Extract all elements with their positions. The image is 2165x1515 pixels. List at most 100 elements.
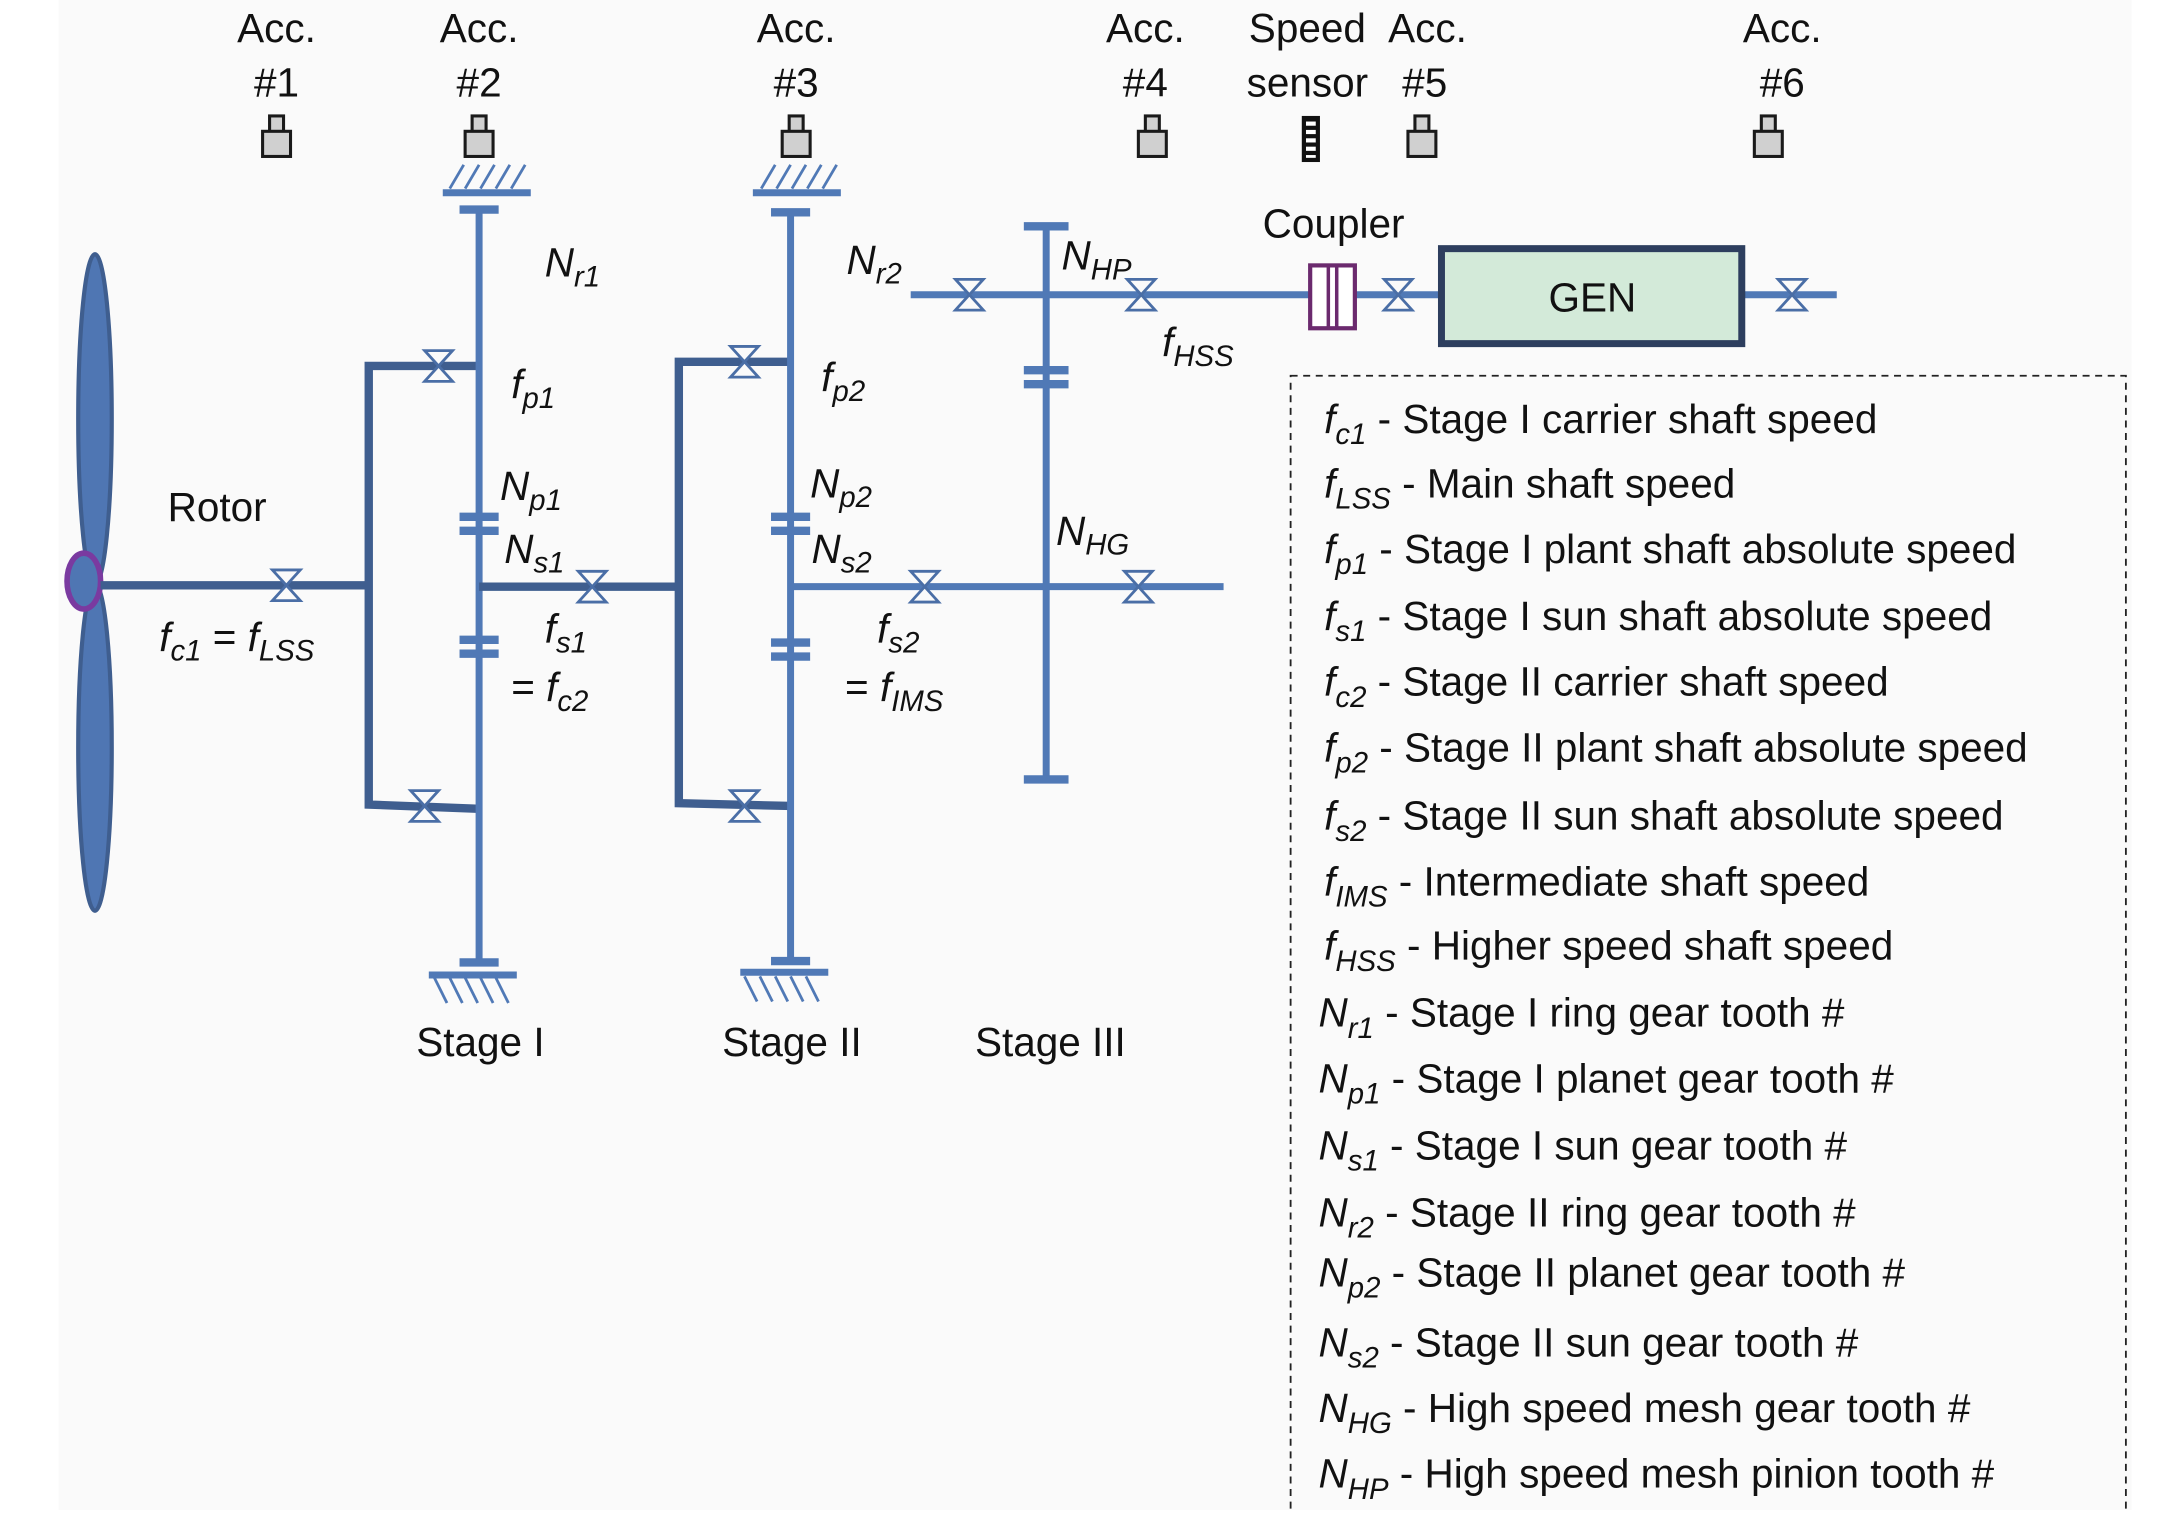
accelerometer-icon <box>1752 114 1784 158</box>
legend-description: - Stage II ring gear tooth # <box>1374 1189 1856 1235</box>
label-nhg: NHG <box>1056 508 1129 562</box>
sensor-label-line2: #5 <box>1402 59 1447 105</box>
legend-subscript: r2 <box>1348 1212 1374 1245</box>
legend-symbol: f <box>1324 659 1339 705</box>
label-eq-fims: = fIMS <box>845 664 944 718</box>
accelerometer-icon <box>261 114 293 158</box>
stage2-carrier <box>674 357 791 811</box>
legend-subscript: HSS <box>1335 945 1396 978</box>
sensor-label-line2: #3 <box>774 59 819 105</box>
legend-symbol: f <box>1324 724 1339 770</box>
coupler-icon <box>1308 263 1357 331</box>
legend-description: - Stage II sun shaft absolute speed <box>1366 793 2003 839</box>
legend-subscript: p1 <box>1347 1078 1381 1111</box>
stage-label-3: Stage III <box>975 1019 1126 1065</box>
legend-symbol: N <box>1319 1319 1349 1365</box>
legend-row: fIMS - Intermediate shaft speed <box>1324 858 1869 913</box>
legend-row: fs1 - Stage I sun shaft absolute speed <box>1324 593 1992 648</box>
accelerometer-icon <box>1406 114 1438 158</box>
bearing-icon <box>907 569 942 604</box>
ground-icon <box>740 968 829 1003</box>
legend-description: - Main shaft speed <box>1391 460 1735 506</box>
label-np2: Np2 <box>810 460 872 514</box>
sensor-label-line2: #6 <box>1760 59 1805 105</box>
rotor-blade-upper <box>76 252 114 586</box>
stage-label-1: Stage I <box>416 1019 544 1065</box>
label-fc1-eq-flss: fc1 = fLSS <box>159 614 315 668</box>
legend-symbol: N <box>1319 1385 1349 1431</box>
label-fp2: fp2 <box>821 354 865 408</box>
legend-subscript: p2 <box>1347 1272 1381 1305</box>
legend-row: Ns2 - Stage II sun gear tooth # <box>1319 1319 1859 1374</box>
label-np1: Np1 <box>500 463 562 517</box>
sensor-acc1: Acc. #1 <box>237 5 316 158</box>
sensor-acc3: Acc. #3 <box>757 5 836 158</box>
legend-subscript: r1 <box>1348 1012 1374 1045</box>
sensor-label-line1: Speed <box>1249 5 1366 51</box>
sensor-acc2: Acc. #2 <box>440 5 519 158</box>
legend-symbol: f <box>1324 526 1339 572</box>
stage-label-2: Stage II <box>722 1019 862 1065</box>
sensor-acc6: Acc. #6 <box>1743 5 1822 158</box>
legend-symbol: f <box>1324 793 1339 839</box>
sensor-label-line1: Acc. <box>440 5 519 51</box>
legend-subscript: p1 <box>1334 548 1368 581</box>
sensor-acc4: Acc. #4 <box>1106 5 1185 158</box>
sensor-label-line1: Acc. <box>1743 5 1822 51</box>
speed-sensor-icon <box>1301 115 1320 163</box>
legend-row: Ns1 - Stage I sun gear tooth # <box>1319 1122 1848 1177</box>
sensor-label-line1: Acc. <box>1388 5 1467 51</box>
legend-description: - Higher speed shaft speed <box>1396 923 1894 969</box>
legend-subscript: s1 <box>1335 615 1366 648</box>
legend-subscript: c1 <box>1335 418 1366 451</box>
ground-icon <box>752 164 841 197</box>
bearing-icon <box>952 277 987 312</box>
legend-description: - Stage II sun gear tooth # <box>1379 1319 1859 1365</box>
legend-symbol: N <box>1319 1189 1349 1235</box>
bearing-icon <box>269 568 304 603</box>
legend-description: - Intermediate shaft speed <box>1388 858 1870 904</box>
legend-subscript: c2 <box>1335 681 1366 714</box>
legend-row: Np2 - Stage II planet gear tooth # <box>1319 1250 1906 1305</box>
sensor-speed: Speed sensor <box>1247 5 1369 163</box>
label-nr1: Nr1 <box>545 240 600 294</box>
legend-symbol: f <box>1324 923 1339 969</box>
legend-description: - Stage I carrier shaft speed <box>1366 396 1877 442</box>
legend-subscript: s2 <box>1348 1342 1379 1375</box>
label-fp1: fp1 <box>511 361 555 415</box>
legend-subscript: s1 <box>1348 1145 1379 1178</box>
legend-symbol: f <box>1324 396 1339 442</box>
rotor-blade-lower <box>76 581 114 913</box>
sensor-label-line1: Acc. <box>1106 5 1185 51</box>
sensor-label-line2: #4 <box>1123 59 1168 105</box>
sensor-label-line2: sensor <box>1247 59 1369 105</box>
legend-box <box>1289 374 2127 1515</box>
legend-row: fc1 - Stage I carrier shaft speed <box>1324 396 1877 451</box>
legend-description: - Stage I ring gear tooth # <box>1374 990 1845 1036</box>
generator-label: GEN <box>1548 274 1636 320</box>
label-nr2: Nr2 <box>846 237 901 291</box>
legend-subscript: HG <box>1348 1407 1392 1440</box>
legend-row: Np1 - Stage I planet gear tooth # <box>1319 1055 1895 1110</box>
generator-box <box>1437 245 1746 348</box>
bearing-icon <box>1381 277 1416 312</box>
rotor-hub <box>64 550 104 612</box>
label-nhp: NHP <box>1062 233 1132 287</box>
legend-row: fs2 - Stage II sun shaft absolute speed <box>1324 793 2003 848</box>
legend-subscript: LSS <box>1335 482 1391 515</box>
legend-subscript: IMS <box>1335 881 1388 914</box>
sensor-label-line1: Acc. <box>757 5 836 51</box>
sensor-label-line2: #2 <box>457 59 502 105</box>
sensor-acc5: Acc. #5 <box>1388 5 1467 158</box>
legend-description: - Stage I sun gear tooth # <box>1379 1122 1848 1168</box>
legend-row: fp1 - Stage I plant shaft absolute speed <box>1324 526 2016 581</box>
legend-description: - High speed mesh pinion tooth # <box>1389 1451 1995 1497</box>
label-ns1: Ns1 <box>504 526 564 580</box>
legend-row: NHP - High speed mesh pinion tooth # <box>1319 1451 1995 1506</box>
sensor-label-line2: #1 <box>254 59 299 105</box>
sensor-label-line1: Acc. <box>237 5 316 51</box>
label-ns2: Ns2 <box>812 526 872 580</box>
legend-row: Nr2 - Stage II ring gear tooth # <box>1319 1189 1857 1244</box>
